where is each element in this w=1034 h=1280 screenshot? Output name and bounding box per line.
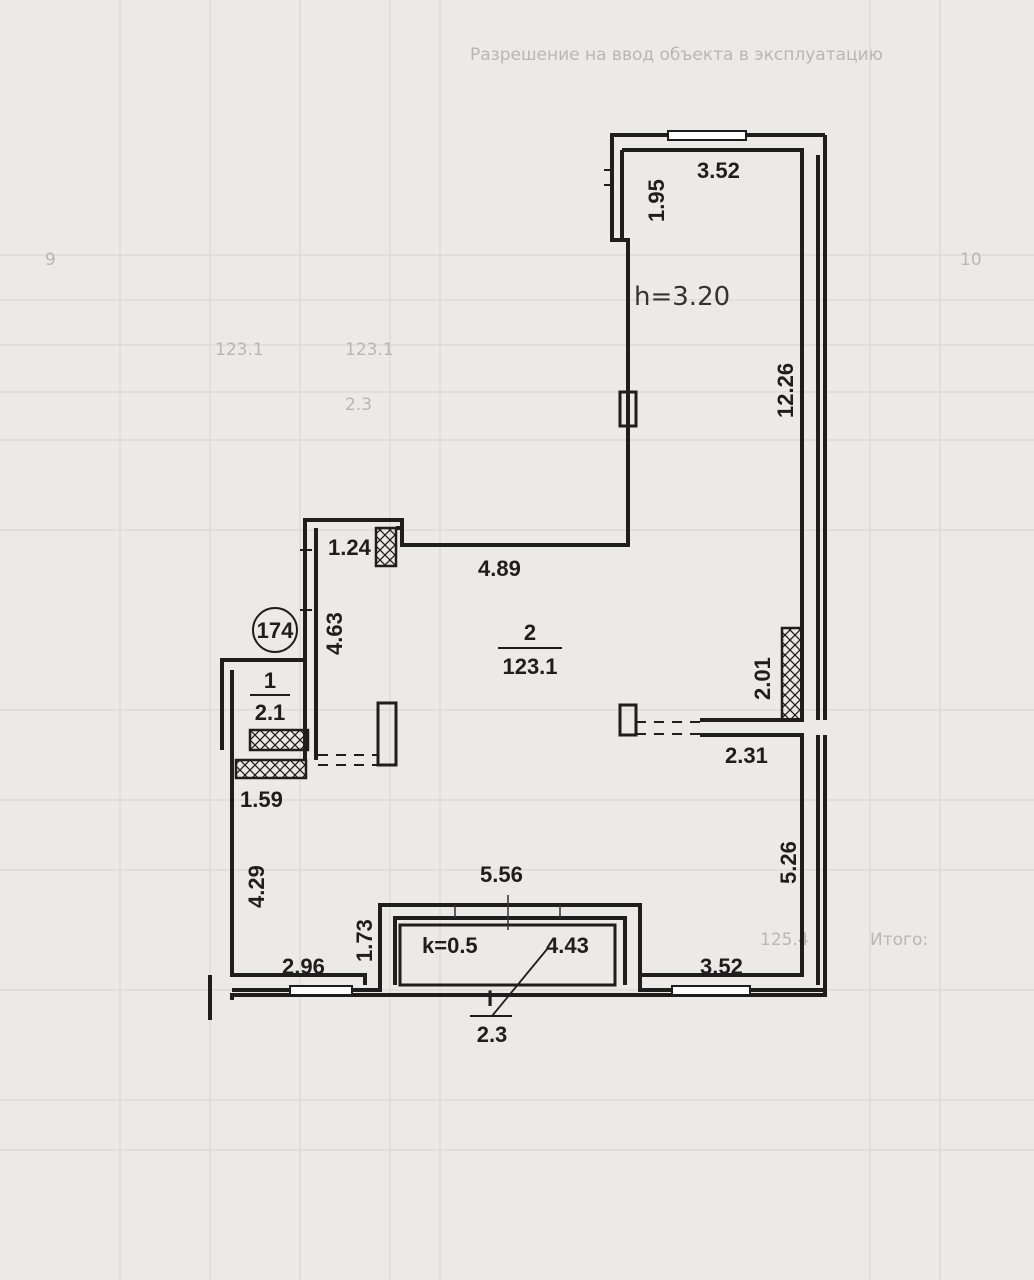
bg-total-label: Итого: <box>870 930 928 950</box>
room-1-label: 1 2.1 <box>250 668 290 725</box>
room-2-number: 2 <box>524 620 536 645</box>
right-outer-wall <box>230 135 827 1000</box>
unit-number-marker: 174 <box>252 607 298 653</box>
dim-right-partition-width: 2.31 <box>725 743 768 768</box>
wall-column <box>618 390 638 428</box>
room-I-label: I 2.3 k=0.5 <box>422 933 549 1047</box>
room-2-area: 123.1 <box>502 654 557 679</box>
dimensions: 3.52 1.95 12.26 1.24 4.89 4.63 2.01 2.31… <box>240 158 801 979</box>
dim-top-window: 3.52 <box>697 158 740 183</box>
shaft-left-lower <box>234 758 308 780</box>
inner-wall <box>230 148 820 985</box>
unit-number: 174 <box>257 618 294 643</box>
dim-bottom-left: 2.96 <box>282 954 325 979</box>
window-bottom-left <box>289 985 353 996</box>
bg-num-1: 9 <box>45 250 56 270</box>
shaft-entry <box>374 526 398 568</box>
ceiling-height-note: h=3.20 <box>634 282 730 312</box>
shaft-right <box>780 626 804 722</box>
shaft-left-upper <box>248 728 310 752</box>
shafts <box>234 526 804 780</box>
dim-balcony-top: 5.56 <box>480 862 523 887</box>
dim-bottom-right: 3.52 <box>700 954 743 979</box>
dim-right-lower-wall: 5.26 <box>776 841 801 884</box>
walls <box>208 130 827 1020</box>
bg-header-text: Разрешение на ввод объекта в эксплуатаци… <box>470 45 883 65</box>
dim-left-vertical: 4.63 <box>322 612 347 655</box>
dim-left-lower-offset: 1.59 <box>240 787 283 812</box>
bg-num-4: 123.1 <box>345 340 394 360</box>
bg-num-5: 2.3 <box>345 395 372 415</box>
outer-wall <box>208 133 825 1020</box>
dim-right-partition: 2.01 <box>750 657 775 700</box>
dim-top-short-wall: 1.95 <box>644 179 669 222</box>
bg-num-6: 125.4 <box>760 930 809 950</box>
dim-balcony-side: 1.73 <box>352 919 377 962</box>
dim-balcony-inner: 4.43 <box>546 933 589 958</box>
room-I-area: 2.3 <box>477 1022 508 1047</box>
column-right <box>618 703 638 737</box>
dim-left-lower-wall: 4.29 <box>244 865 269 908</box>
window-top <box>667 130 747 141</box>
window-bottom-right <box>671 985 751 996</box>
dim-entry-niche: 1.24 <box>328 535 372 560</box>
dim-right-long-wall: 12.26 <box>773 363 798 418</box>
dim-mid-horizontal: 4.89 <box>478 556 521 581</box>
balcony-frame <box>398 923 617 987</box>
room-2-label: 2 123.1 <box>498 620 562 679</box>
column-left <box>376 701 398 767</box>
bg-num-3: 123.1 <box>215 340 264 360</box>
room-1-number: 1 <box>264 668 276 693</box>
room-1-area: 2.1 <box>255 700 286 725</box>
room-I-number: I <box>487 986 493 1011</box>
bg-num-2: 10 <box>960 250 982 270</box>
balcony-coefficient: k=0.5 <box>422 933 478 958</box>
